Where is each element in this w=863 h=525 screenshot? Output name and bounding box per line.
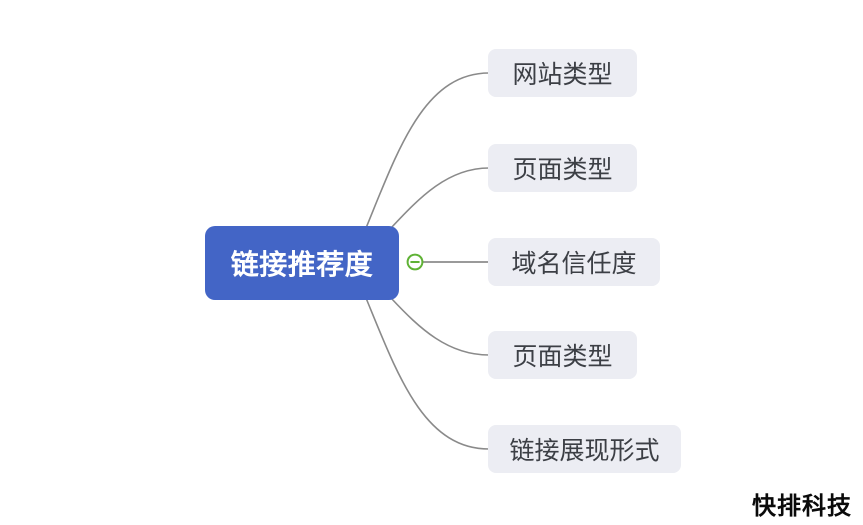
root-node-label: 链接推荐度 — [230, 249, 374, 280]
connector-to-child-0 — [365, 72, 490, 229]
child-node-label: 页面类型 — [512, 156, 613, 184]
connector-to-child-4 — [365, 297, 490, 450]
root-node[interactable]: 链接推荐度 — [205, 226, 399, 300]
child-node-label: 域名信任度 — [511, 250, 637, 278]
child-node-label: 链接展现形式 — [509, 437, 660, 465]
child-node-label: 网站类型 — [512, 61, 613, 89]
collapse-button[interactable] — [406, 253, 424, 271]
child-node-domain-trust[interactable]: 域名信任度 — [488, 238, 660, 286]
child-node-link-display-form[interactable]: 链接展现形式 — [488, 425, 681, 473]
child-node-page-type-1[interactable]: 页面类型 — [488, 144, 637, 192]
child-node-website-type[interactable]: 网站类型 — [488, 49, 637, 97]
minus-icon — [406, 253, 424, 271]
connector-to-child-3 — [390, 297, 490, 356]
connector-to-child-1 — [390, 167, 490, 229]
child-node-page-type-2[interactable]: 页面类型 — [488, 331, 637, 379]
watermark-text: 快排科技 — [752, 493, 852, 520]
child-node-label: 页面类型 — [512, 343, 613, 371]
